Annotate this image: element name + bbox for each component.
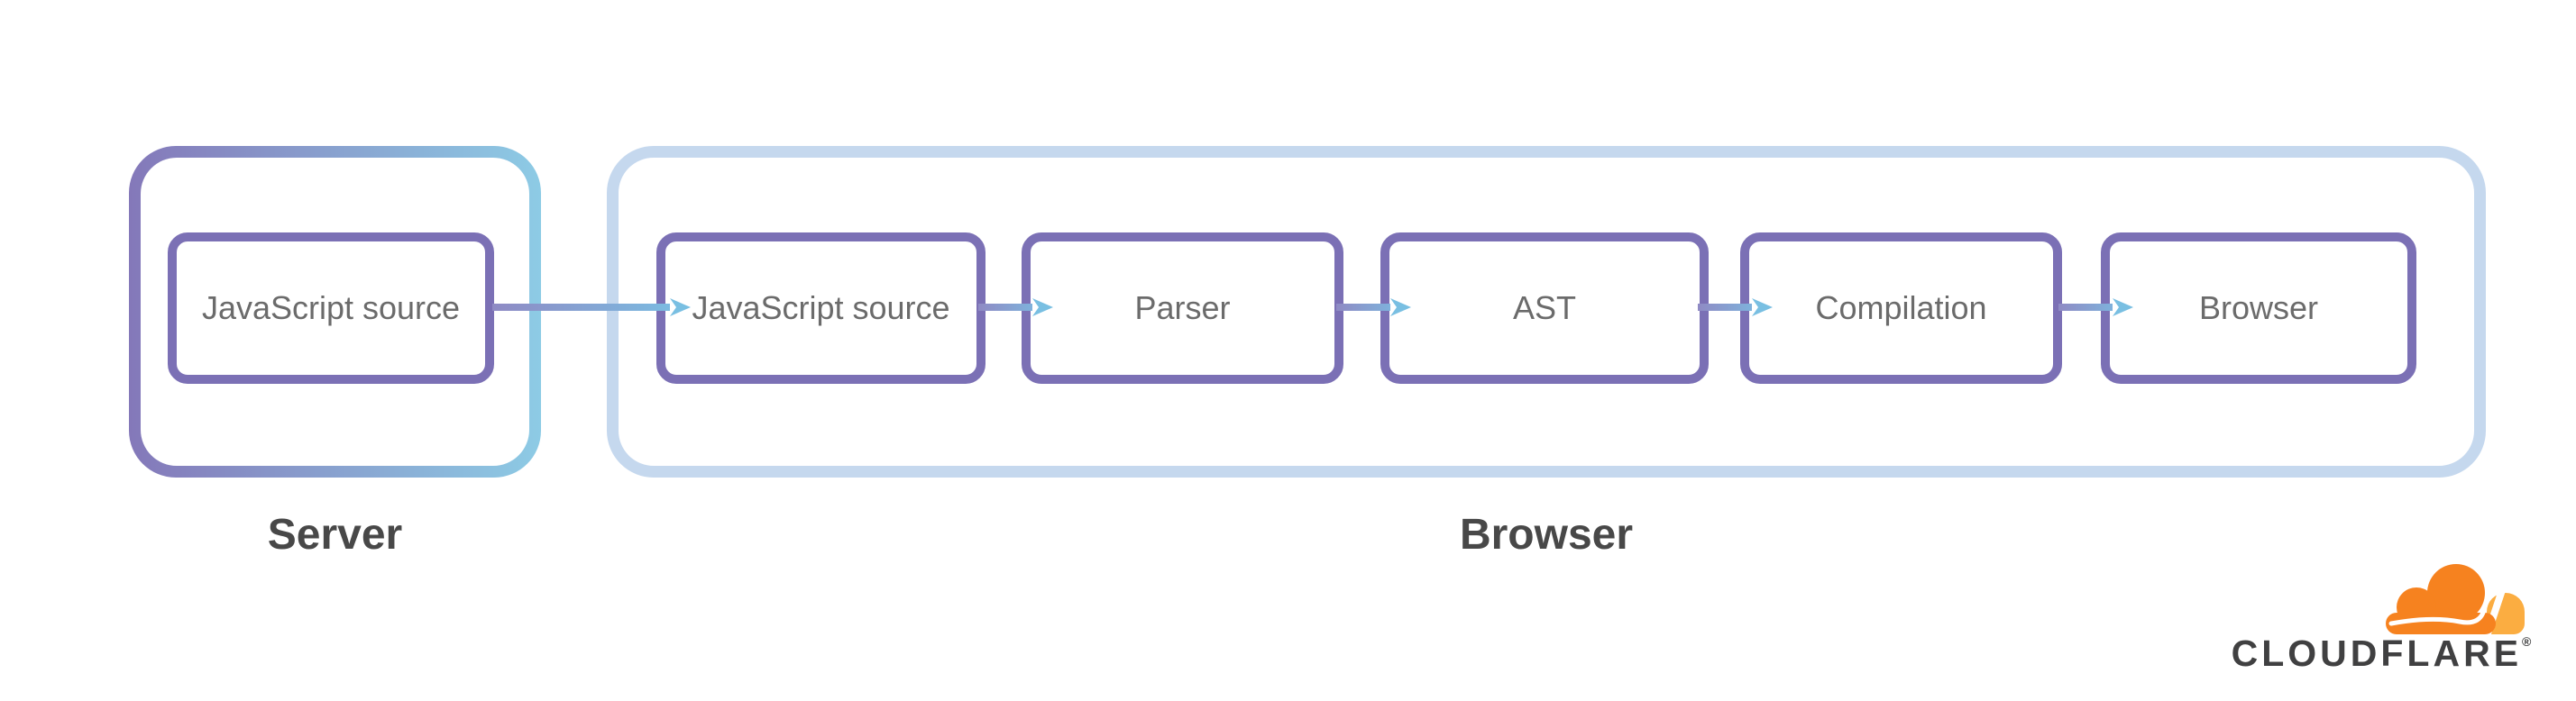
node-browser: Browser (2101, 232, 2416, 384)
cloudflare-wordmark: CLOUDFLARE® (2223, 633, 2539, 675)
node-ast: AST (1380, 232, 1709, 384)
node-parser: Parser (1022, 232, 1343, 384)
node-label: AST (1512, 289, 1576, 326)
node-label: JavaScript source (201, 289, 461, 326)
server-group-label: Server (267, 511, 403, 559)
node-compilation: Compilation (1740, 232, 2062, 384)
node-label: Parser (1134, 289, 1231, 326)
node-label: JavaScript source (692, 289, 950, 326)
node-server-javascript-source: JavaScript source (168, 232, 494, 384)
browser-group-label: Browser (1459, 511, 1634, 559)
cloudflare-cloud-icon (2386, 564, 2525, 636)
node-label: Compilation (1815, 289, 1987, 326)
cloudflare-wordmark-text: CLOUDFLARE (2231, 633, 2523, 674)
node-label: Browser (2198, 289, 2319, 326)
cloud-main (2386, 564, 2496, 634)
node-browser-javascript-source: JavaScript source (656, 232, 985, 384)
registered-trademark-symbol: ® (2522, 634, 2532, 649)
